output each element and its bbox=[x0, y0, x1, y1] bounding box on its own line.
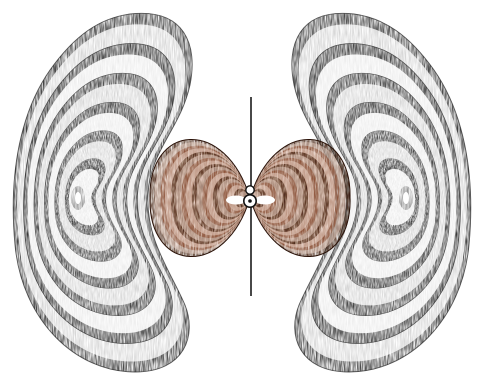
outer-lobe-core-gap bbox=[75, 192, 81, 204]
source-ring-top bbox=[246, 186, 254, 194]
source-highlight-left bbox=[226, 196, 246, 205]
source-highlight-right bbox=[255, 196, 275, 205]
outer-lobe-core-gap bbox=[403, 192, 409, 204]
source-dot bbox=[248, 199, 252, 203]
